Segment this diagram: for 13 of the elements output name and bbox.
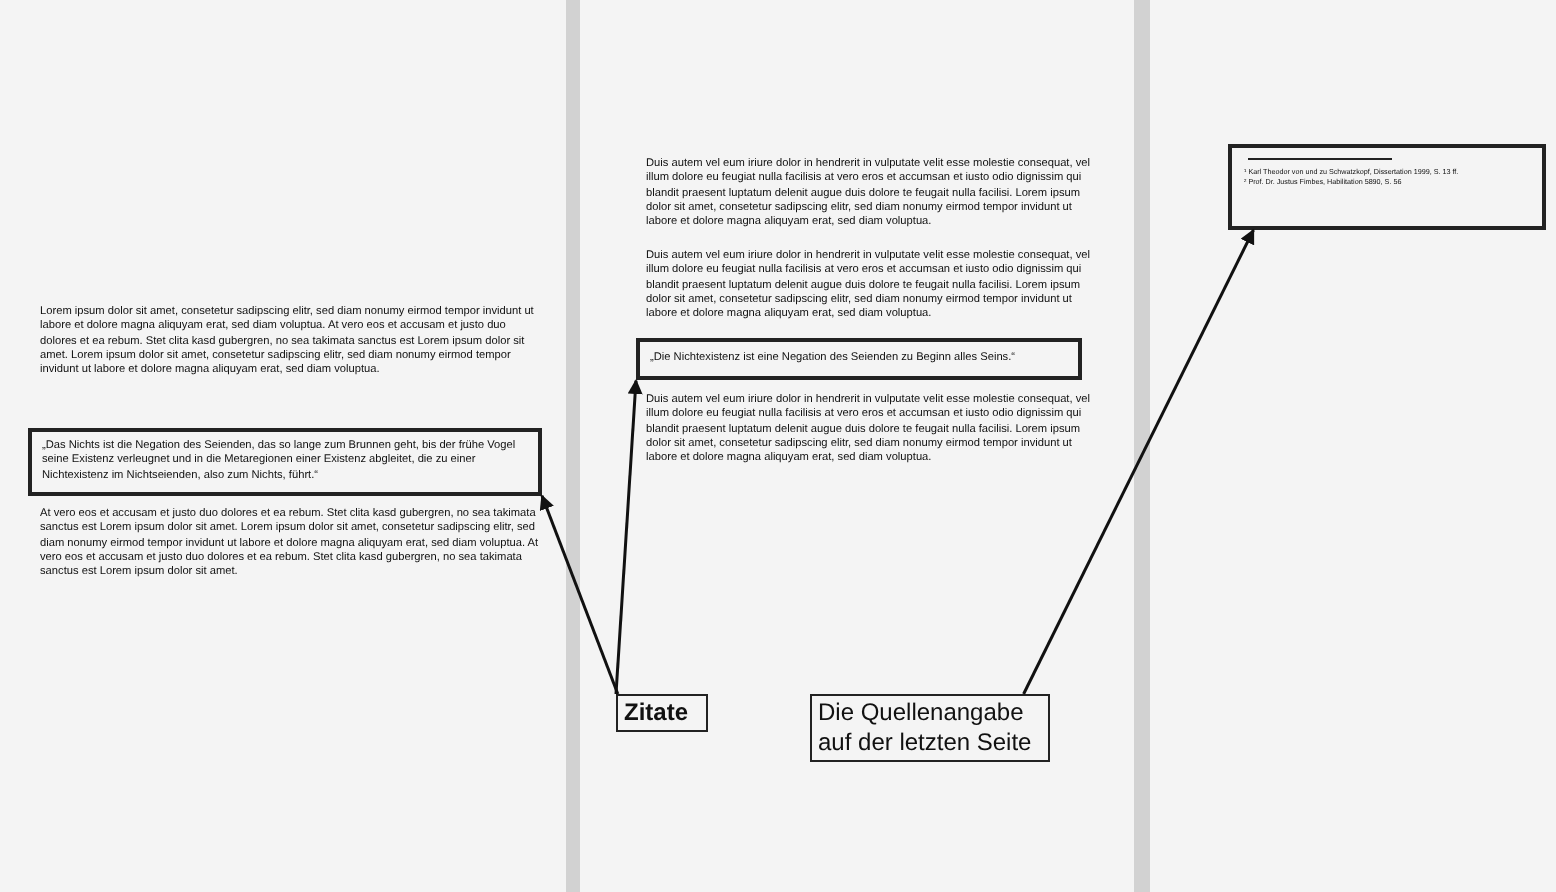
arrow [539,494,620,695]
arrow [614,379,643,695]
quote-box [28,428,542,496]
callout-box [616,694,708,732]
page [1150,0,1556,892]
quote-box [636,338,1082,381]
callout-box [810,694,1050,762]
callout-text: Die Quellenangabe auf der letzten Seite [818,698,1034,758]
page [0,0,566,892]
page [580,0,1134,892]
arrow [1022,228,1255,695]
footnote-box [1228,144,1546,230]
callout-text: Zitate [624,698,691,728]
